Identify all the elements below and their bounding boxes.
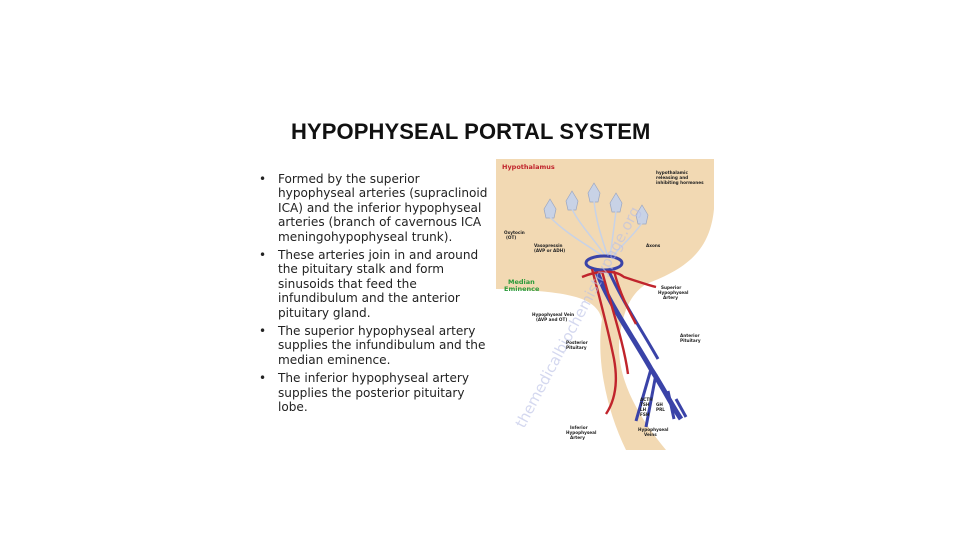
label-releasing-2: releasing and (656, 175, 688, 180)
hypophyseal-arteries (581, 268, 657, 415)
label-portal-vein-2: (AVP and OT) (536, 317, 567, 322)
label-gh: GH (656, 402, 663, 407)
label-axons: Axons (646, 243, 661, 248)
label-hypothalamus: Hypothalamus (502, 163, 555, 171)
label-vasopressin-1: Vasopressin (534, 243, 563, 248)
slide-title: HYPOPHYSEAL PORTAL SYSTEM (291, 119, 651, 144)
label-anterior-1: Anterior (680, 333, 700, 338)
label-hypophyseal-veins-1: Hypophyseal (638, 427, 669, 432)
bullet-item: These arteries join in and around the pi… (257, 248, 489, 320)
label-fsh: FSH (640, 412, 650, 417)
label-median-eminence-1: Median (508, 278, 535, 286)
label-oxytocin-2: (OT) (506, 235, 516, 240)
label-lh: LH (640, 407, 647, 412)
portal-veins (584, 254, 688, 428)
label-releasing-1: hypothalamic (656, 170, 688, 175)
bullet-item: The superior hypophyseal artery supplies… (257, 324, 489, 367)
label-acth: ACTH (640, 397, 653, 402)
label-vasopressin-2: (AVP or ADH) (534, 248, 565, 253)
bullet-list: Formed by the superior hypophyseal arter… (257, 172, 489, 419)
label-inferior-artery-3: Artery (570, 435, 585, 440)
label-releasing-3: inhibiting hormones (656, 180, 704, 185)
label-posterior-2: Pituitary (566, 345, 587, 350)
label-oxytocin-1: Oxytocin (504, 230, 525, 235)
label-hypophyseal-veins-2: Veins (644, 432, 657, 437)
axon-lines (549, 200, 643, 258)
label-anterior-2: Pituitary (680, 338, 701, 343)
hypothalamus-tissue (496, 159, 714, 450)
label-prl: PRL (656, 407, 665, 412)
label-inferior-artery-1: Inferior (570, 425, 589, 430)
label-portal-vein-1: Hypophyseal Vein (532, 312, 574, 317)
label-superior-artery-1: Superior (661, 285, 682, 290)
label-inferior-artery-2: Hypophyseal (566, 430, 597, 435)
label-superior-artery-3: Artery (663, 295, 678, 300)
label-median-eminence-2: Eminence (504, 285, 540, 293)
hormone-labels: ACTH TSH LH FSH GH PRL (640, 397, 665, 417)
hypophyseal-portal-diagram: themedicalbiochemistrypage.org Hypothala… (496, 159, 714, 450)
bullet-item: The inferior hypophyseal artery supplies… (257, 371, 489, 414)
label-posterior-1: Posterior (566, 340, 589, 345)
neuron-cells (543, 182, 649, 225)
label-tsh: TSH (640, 402, 650, 407)
bullet-item: Formed by the superior hypophyseal arter… (257, 172, 489, 244)
label-superior-artery-2: Hypophyseal (658, 290, 689, 295)
